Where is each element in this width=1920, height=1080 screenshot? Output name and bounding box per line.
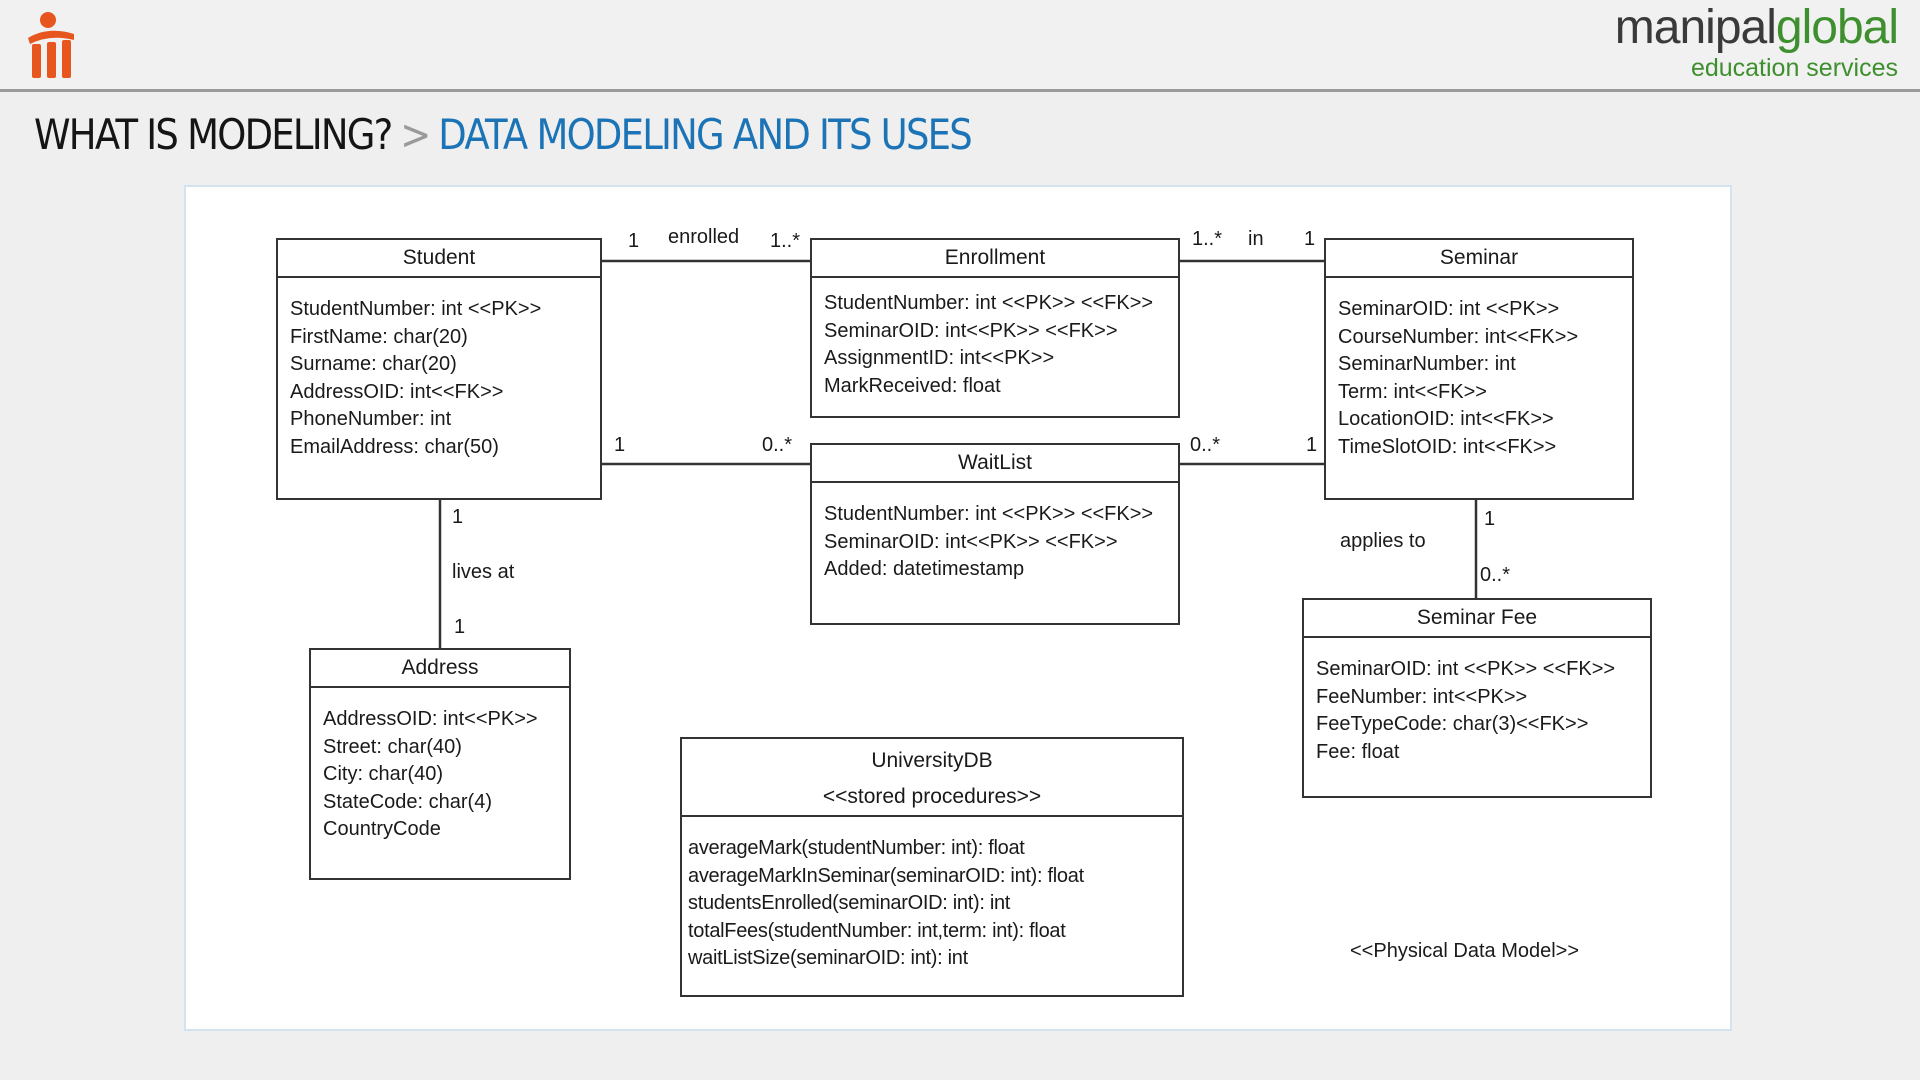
attribute: TimeSlotOID: int<<FK>> xyxy=(1338,435,1557,458)
attribute: StateCode: char(4) xyxy=(323,790,492,813)
relationship-label: enrolled xyxy=(668,226,740,248)
slide-title: WHAT IS MODELING?>DATA MODELING AND ITS … xyxy=(34,110,973,159)
multiplicity-label: 1 xyxy=(628,230,640,252)
diagram-canvas: Student StudentNumber: int <<PK>> FirstN… xyxy=(184,185,1732,1031)
attribute: AddressOID: int<<PK>> xyxy=(323,708,538,730)
operation: totalFees(studentNumber: int,term: int):… xyxy=(688,919,1066,942)
multiplicity-label: 0..* xyxy=(762,434,793,456)
entity-title: Seminar xyxy=(1326,240,1632,278)
multiplicity-label: 1..* xyxy=(770,230,801,252)
attribute: Surname: char(20) xyxy=(290,353,457,375)
entity-student[interactable]: Student StudentNumber: int <<PK>> FirstN… xyxy=(276,238,602,500)
attribute: StudentNumber: int <<PK>> <<FK>> xyxy=(824,292,1154,314)
entity-title: Address xyxy=(311,650,569,688)
brand-wordmark: manipalglobal education services xyxy=(1614,1,1899,83)
model-type-note: <<Physical Data Model>> xyxy=(1350,940,1580,962)
manipal-logo-icon xyxy=(28,12,74,78)
entity-title: Enrollment xyxy=(812,240,1178,278)
operation: waitListSize(seminarOID: int): int xyxy=(688,947,968,969)
entity-enrollment[interactable]: Enrollment StudentNumber: int <<PK>> <<F… xyxy=(810,238,1180,418)
relationship-label: applies to xyxy=(1340,530,1426,552)
multiplicity-label: 1 xyxy=(1306,434,1318,456)
entity-seminar[interactable]: Seminar SeminarOID: int <<PK>> CourseNum… xyxy=(1324,238,1634,500)
entity-stereotype: <<stored procedures>> xyxy=(822,785,1042,808)
entity-attributes: AddressOID: int<<PK>> Street: char(40) C… xyxy=(311,688,569,844)
multiplicity-label: 0..* xyxy=(1190,434,1221,456)
attribute: City: char(40) xyxy=(323,763,444,785)
attribute: AssignmentID: int<<PK>> xyxy=(824,347,1055,369)
multiplicity-label: 1 xyxy=(1484,508,1496,530)
multiplicity-label: 1 xyxy=(1304,228,1316,250)
entity-attributes: SeminarOID: int <<PK>> CourseNumber: int… xyxy=(1326,278,1632,461)
operation: averageMark(studentNumber: int): float xyxy=(688,837,1025,859)
attribute: SeminarNumber: int xyxy=(1338,353,1516,375)
header-divider xyxy=(0,89,1920,92)
attribute: FeeNumber: int<<PK>> xyxy=(1316,685,1528,708)
attribute: AddressOID: int<<FK>> xyxy=(290,380,504,403)
attribute: SeminarOID: int <<PK>> xyxy=(1338,298,1560,320)
title-subtitle: DATA MODELING AND ITS USES xyxy=(438,110,972,159)
multiplicity-label: 1..* xyxy=(1192,228,1223,250)
attribute: MarkReceived: float xyxy=(824,374,1001,397)
operation: studentsEnrolled(seminarOID: int): int xyxy=(688,892,1011,914)
entity-seminar-fee[interactable]: Seminar Fee SeminarOID: int <<PK>> <<FK>… xyxy=(1302,598,1652,798)
attribute: PhoneNumber: int xyxy=(290,408,452,430)
attribute: SeminarOID: int <<PK>> <<FK>> xyxy=(1316,658,1616,680)
attribute: StudentNumber: int <<PK>> xyxy=(290,298,542,320)
top-bar: manipalglobal education services xyxy=(0,0,1920,92)
entity-address[interactable]: Address AddressOID: int<<PK>> Street: ch… xyxy=(309,648,571,880)
attribute: Street: char(40) xyxy=(323,735,462,758)
title-separator: > xyxy=(400,110,431,159)
attribute: CourseNumber: int<<FK>> xyxy=(1338,325,1579,348)
entity-title: WaitList xyxy=(812,445,1178,483)
attribute: EmailAddress: char(50) xyxy=(290,435,499,458)
attribute: SeminarOID: int<<PK>> <<FK>> xyxy=(824,319,1118,342)
attribute: CountryCode xyxy=(323,818,441,840)
multiplicity-label: 0..* xyxy=(1480,564,1511,586)
attribute: FirstName: char(20) xyxy=(290,325,468,348)
attribute: Term: int<<FK>> xyxy=(1338,380,1487,403)
title-main: WHAT IS MODELING? xyxy=(34,110,393,159)
entity-title: UniversityDB xyxy=(871,749,993,772)
entity-title-block: UniversityDB <<stored procedures>> xyxy=(682,739,1182,817)
entity-title: Seminar Fee xyxy=(1304,600,1650,638)
attribute: LocationOID: int<<FK>> xyxy=(1338,408,1554,430)
relationship-label: in xyxy=(1248,228,1264,250)
brand-subtitle: education services xyxy=(1690,54,1898,82)
multiplicity-label: 1 xyxy=(452,506,464,528)
entity-attributes: StudentNumber: int <<PK>> <<FK>> Seminar… xyxy=(812,483,1178,584)
entity-universitydb[interactable]: UniversityDB <<stored procedures>> avera… xyxy=(680,737,1184,997)
entity-waitlist[interactable]: WaitList StudentNumber: int <<PK>> <<FK>… xyxy=(810,443,1180,625)
multiplicity-label: 1 xyxy=(614,434,626,456)
attribute: Added: datetimestamp xyxy=(824,558,1025,580)
brand-main-a: manipal xyxy=(1614,1,1777,54)
attribute: Fee: float xyxy=(1316,740,1400,763)
relationship-lines xyxy=(438,259,1478,648)
attribute: SeminarOID: int<<PK>> <<FK>> xyxy=(824,530,1118,553)
entity-attributes: SeminarOID: int <<PK>> <<FK>> FeeNumber:… xyxy=(1304,638,1650,766)
operation: averageMarkInSeminar(seminarOID: int): f… xyxy=(688,864,1084,887)
brand-main-b: global xyxy=(1775,1,1899,54)
relationship-label: lives at xyxy=(452,561,515,583)
entity-attributes: StudentNumber: int <<PK>> FirstName: cha… xyxy=(278,278,600,461)
entity-title: Student xyxy=(278,240,600,278)
multiplicity-label: 1 xyxy=(454,616,466,638)
attribute: StudentNumber: int <<PK>> <<FK>> xyxy=(824,503,1154,525)
attribute: FeeTypeCode: char(3)<<FK>> xyxy=(1316,713,1589,735)
entity-attributes: StudentNumber: int <<PK>> <<FK>> Seminar… xyxy=(812,278,1178,400)
entity-operations: averageMark(studentNumber: int): float a… xyxy=(682,817,1182,973)
